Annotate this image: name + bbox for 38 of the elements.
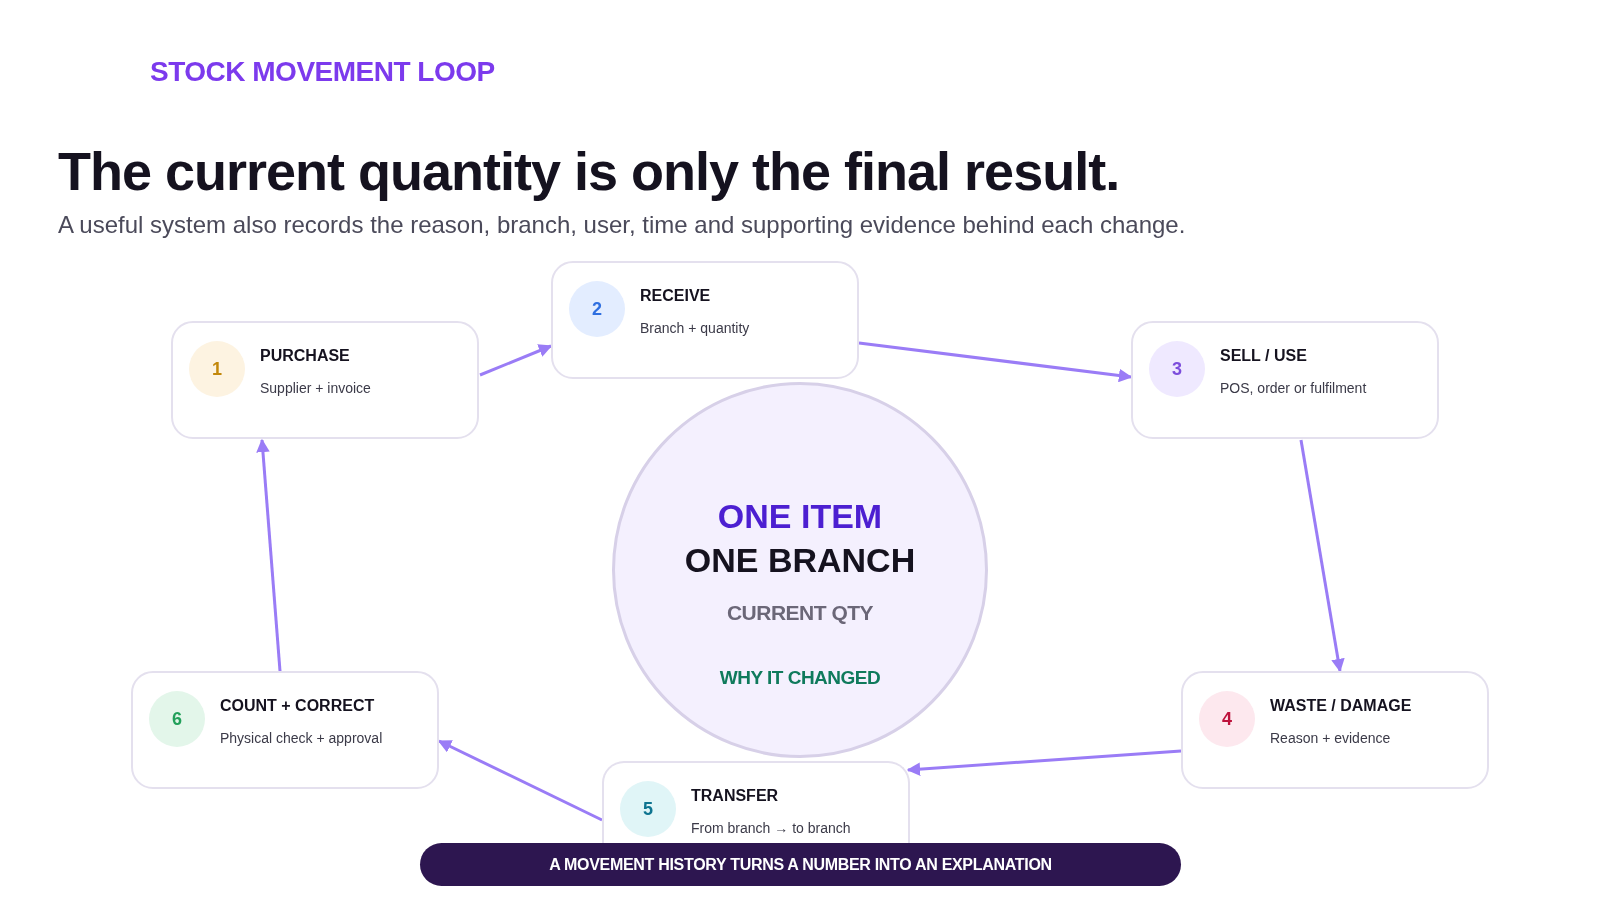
step-card <box>602 761 910 843</box>
step-title: TRANSFER <box>691 787 779 805</box>
step-title: WASTE / DAMAGE <box>1270 697 1412 715</box>
section-heading: STOCK MOVEMENT LOOP <box>150 56 495 88</box>
step-title: RECEIVE <box>640 287 711 305</box>
step-card <box>551 261 859 379</box>
step-number: 3 <box>1149 341 1205 397</box>
arrow <box>256 438 282 672</box>
arrow <box>437 739 603 822</box>
arrow <box>1299 439 1345 673</box>
arrow <box>906 749 1182 776</box>
circle-text: WHY IT CHANGED <box>718 667 882 689</box>
circle-text: CURRENT QTY <box>725 601 875 625</box>
step-description: Physical check + approval <box>220 730 383 746</box>
arrow <box>479 344 553 377</box>
step-title: COUNT + CORRECT <box>220 697 375 715</box>
step-card <box>1181 671 1489 789</box>
step-number: 1 <box>189 341 245 397</box>
step-card <box>171 321 479 439</box>
step-description: Supplier + invoice <box>260 380 371 396</box>
subtitle: A useful system also records the reason, branch, user, time and supporting evidence behind each change. <box>58 211 1186 239</box>
step-card <box>1131 321 1439 439</box>
step-card <box>131 671 439 789</box>
summary-banner: A MOVEMENT HISTORY TURNS A NUMBER INTO AN EXPLANATION <box>420 843 1181 886</box>
headline: The current quantity is only the final result. <box>58 140 1120 202</box>
step-description: Branch + quantity <box>640 320 750 336</box>
step-title: SELL / USE <box>1220 347 1307 365</box>
step-number: 6 <box>149 691 205 747</box>
circle-text: ONE ITEM <box>716 497 884 536</box>
step-number: 4 <box>1199 691 1255 747</box>
step-description: Reason + evidence <box>1270 730 1391 746</box>
step-description: From branch → to branch <box>691 820 851 836</box>
circle-text: ONE BRANCH <box>683 541 917 580</box>
step-title: PURCHASE <box>260 347 350 365</box>
step-number: 5 <box>620 781 676 837</box>
step-description: POS, order or fulfilment <box>1220 380 1367 396</box>
arrow <box>858 341 1133 383</box>
step-number: 2 <box>569 281 625 337</box>
